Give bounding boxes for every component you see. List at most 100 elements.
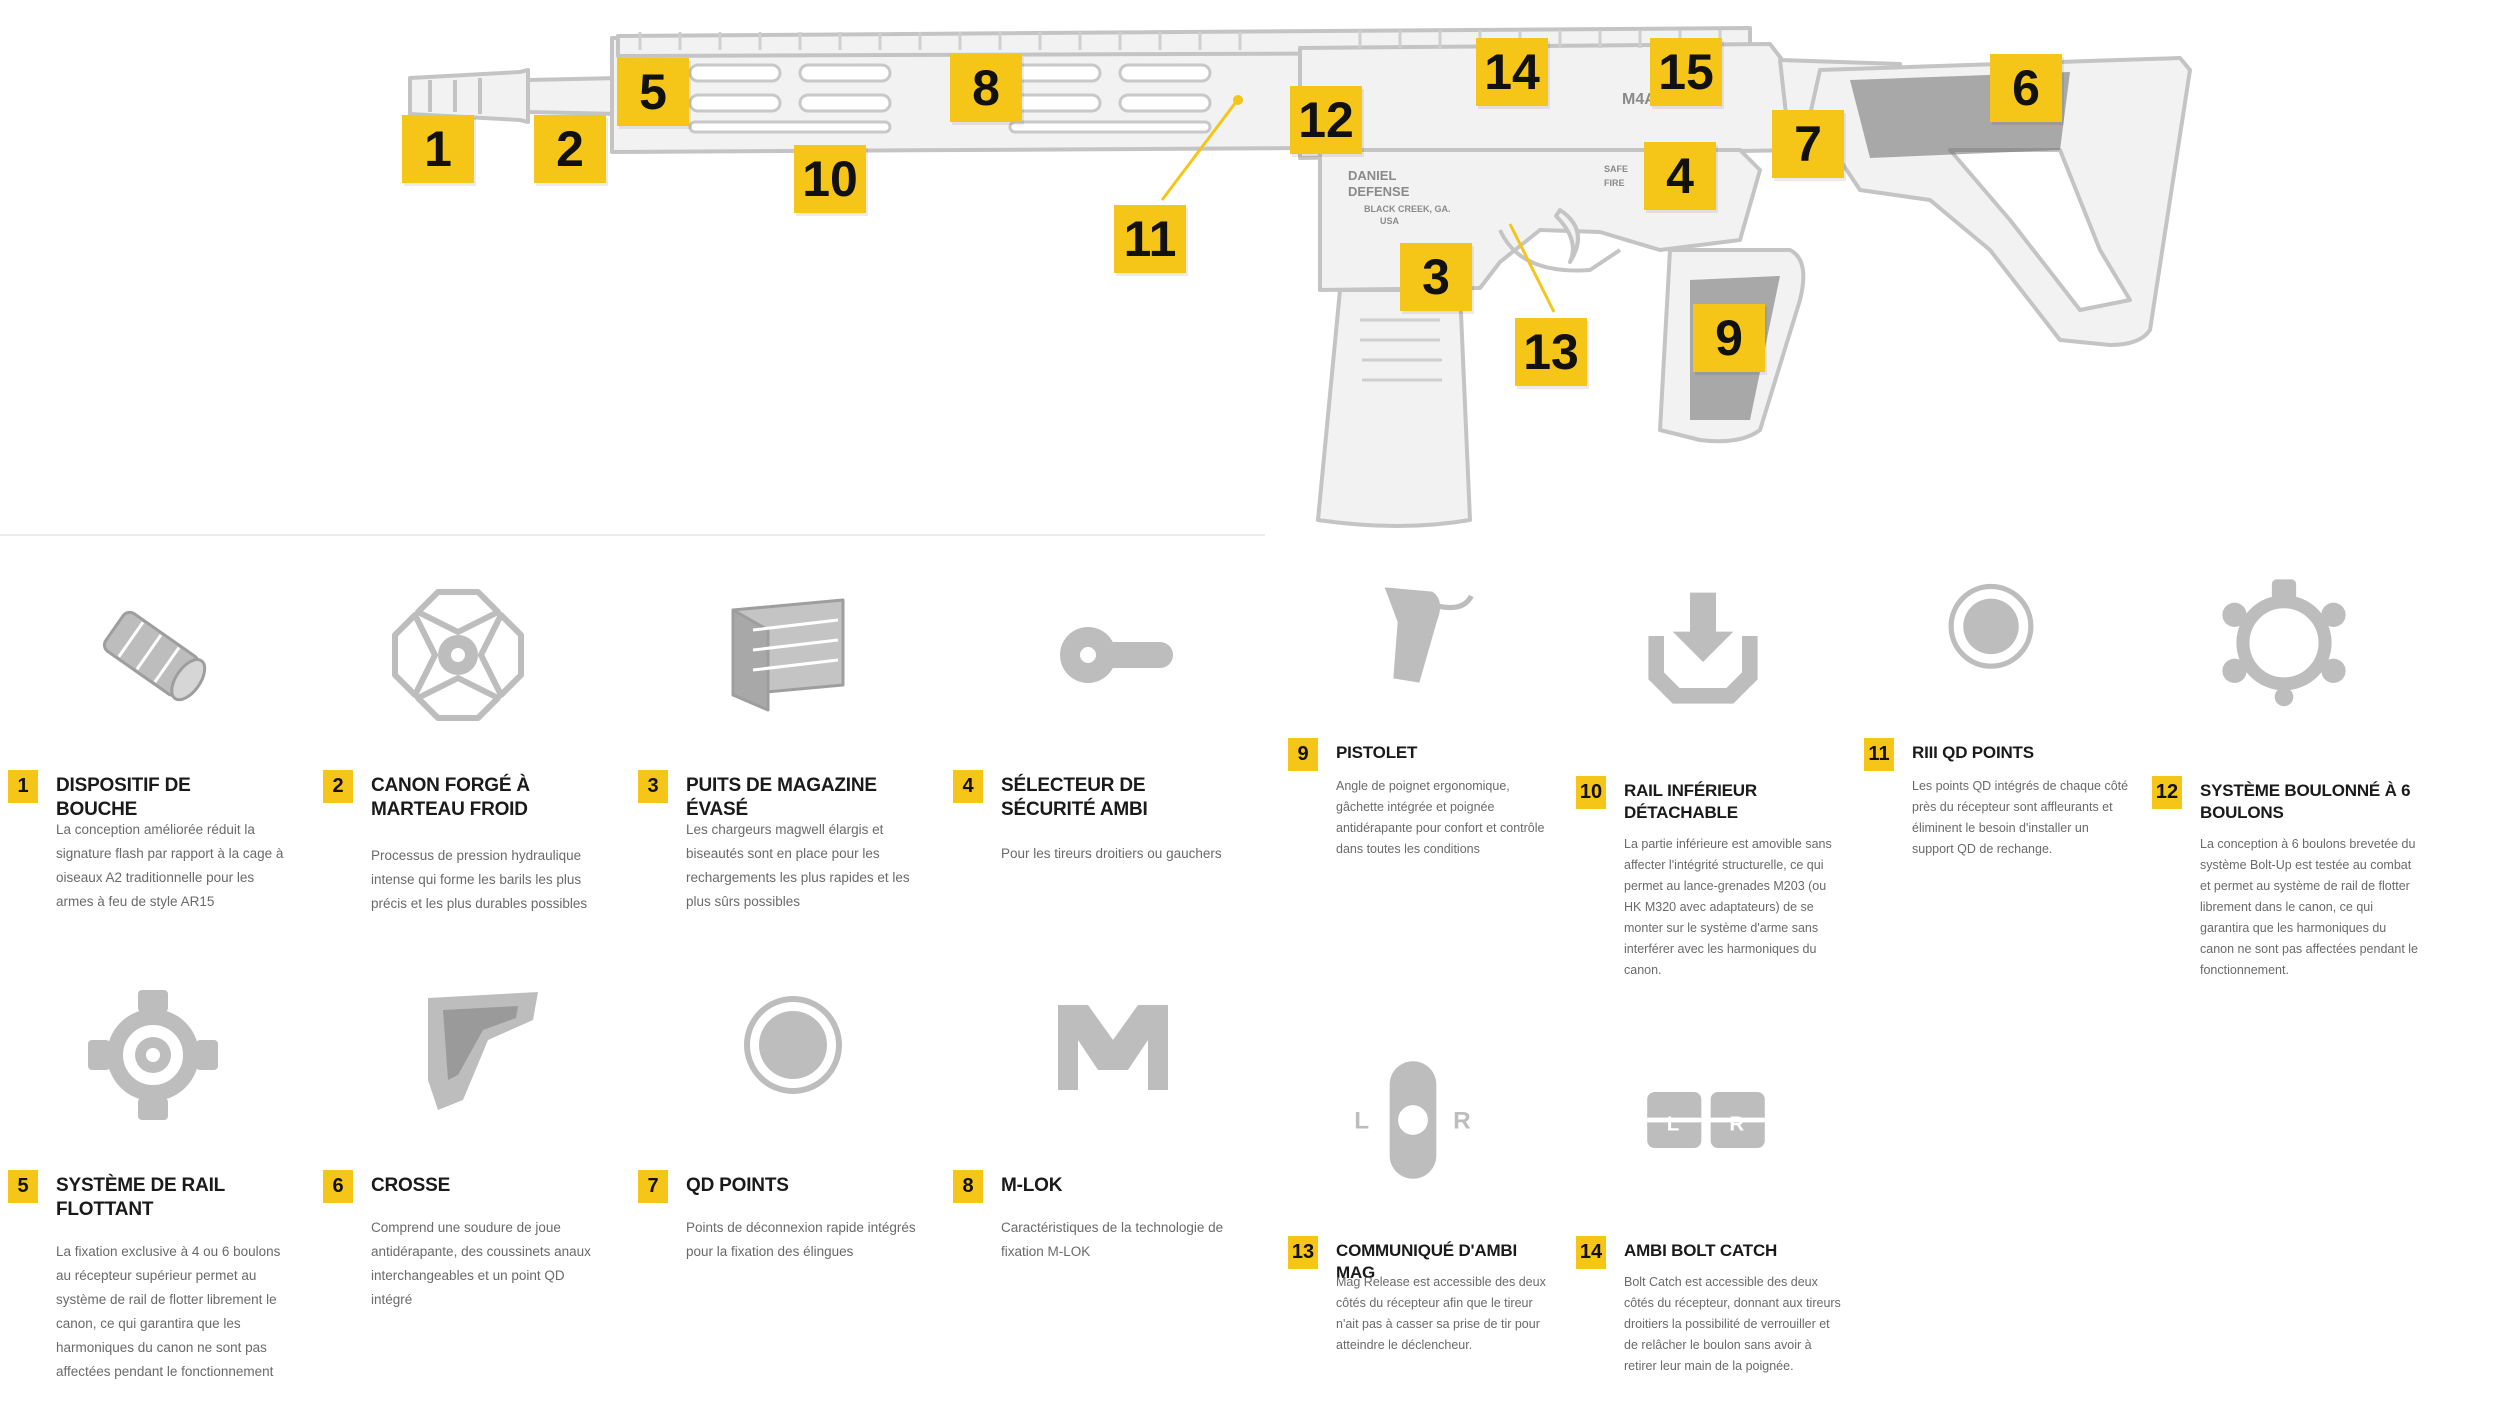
feature-description: Bolt Catch est accessible des deux côtés… [1624, 1275, 1841, 1373]
callout-11[interactable]: 11 [1114, 205, 1186, 273]
feature-title: SYSTÈME DE RAIL FLOTTANT [56, 1175, 225, 1220]
feature-8: 8 M-LOK Caractéristiques de la technolog… [953, 980, 1243, 1400]
svg-text:DEFENSE: DEFENSE [1348, 184, 1410, 199]
safety-selector-icon [1060, 627, 1173, 683]
feature-badge: 1 [8, 770, 38, 803]
callout-1[interactable]: 1 [402, 115, 474, 183]
ambi-mag-release-icon: L R [1354, 1061, 1471, 1179]
feature-1: 1 DISPOSITIF DE BOUCHE La conception amé… [8, 580, 298, 940]
feature-badge: 5 [8, 1170, 38, 1203]
callout-3[interactable]: 3 [1400, 243, 1472, 311]
floating-rail-system-icon [88, 990, 218, 1120]
feature-badge: 7 [638, 1170, 668, 1203]
svg-text:L: L [1354, 1107, 1369, 1134]
feature-13: L R 13 COMMUNIQUÉ D'AMBI MAG Mag Release… [1288, 1040, 1578, 1380]
feature-badge: 13 [1288, 1236, 1318, 1269]
rifle-diagram: DANIEL DEFENSE BLACK CREEK, GA. USA M4A1… [408, 26, 2192, 528]
feature-title: SÉLECTEUR DE SÉCURITÉ AMBI [1001, 775, 1148, 820]
feature-9: 9 PISTOLET Angle de poignet ergonomique,… [1288, 570, 1578, 900]
feature-6: 6 CROSSE Comprend une soudure de joue an… [323, 980, 613, 1400]
feature-description: Comprend une soudure de joue antidérapan… [371, 1220, 591, 1307]
feature-description: Les chargeurs magwell élargis et biseaut… [686, 822, 910, 909]
callout-15[interactable]: 15 [1650, 38, 1722, 106]
feature-badge: 10 [1576, 776, 1606, 809]
svg-text:USA: USA [1380, 216, 1400, 226]
svg-text:R: R [1729, 1112, 1744, 1135]
callout-10[interactable]: 10 [794, 145, 866, 213]
feature-description: Les points QD intégrés de chaque côté pr… [1912, 779, 2129, 856]
callout-14[interactable]: 14 [1476, 38, 1548, 106]
feature-badge: 12 [2152, 776, 2182, 809]
svg-text:DANIEL: DANIEL [1348, 168, 1396, 183]
feature-4: 4 SÉLECTEUR DE SÉCURITÉ AMBI Pour les ti… [953, 580, 1243, 940]
flared-magwell-icon [731, 598, 845, 712]
feature-title: PUITS DE MAGAZINE ÉVASÉ [686, 775, 877, 820]
diagram-divider [0, 534, 1265, 536]
barrel [526, 76, 622, 116]
feature-description: Angle de poignet ergonomique, gâchette i… [1336, 779, 1545, 856]
feature-description: Points de déconnexion rapide intégrés po… [686, 1220, 916, 1259]
feature-7: 7 QD POINTS Points de déconnexion rapide… [638, 980, 928, 1400]
feature-title: RIII QD POINTS [1912, 743, 2034, 762]
feature-badge: 14 [1576, 1236, 1606, 1269]
feature-title: DISPOSITIF DE BOUCHE [56, 775, 191, 820]
buttstock-icon [428, 992, 538, 1110]
svg-text:BLACK CREEK, GA.: BLACK CREEK, GA. [1364, 204, 1451, 214]
callout-2[interactable]: 2 [534, 115, 606, 183]
svg-text:R: R [1453, 1107, 1471, 1134]
feature-description: Mag Release est accessible des deux côté… [1336, 1275, 1546, 1352]
feature-5: 5 SYSTÈME DE RAIL FLOTTANT La fixation e… [8, 980, 298, 1400]
feature-title: RAIL INFÉRIEUR DÉTACHABLE [1624, 781, 1757, 822]
feature-title: PISTOLET [1336, 743, 1418, 762]
feature-badge: 3 [638, 770, 668, 803]
callout-7[interactable]: 7 [1772, 110, 1844, 178]
magazine [1316, 288, 1472, 528]
callout-4[interactable]: 4 [1644, 142, 1716, 210]
feature-description: La conception à 6 boulons brevetée du sy… [2200, 837, 2418, 977]
feature-14: L R 14 AMBI BOLT CATCH Bolt Catch est ac… [1576, 1040, 1866, 1400]
feature-description: Pour les tireurs droitiers ou gauchers [1001, 846, 1222, 861]
feature-11: 11 RIII QD POINTS Les points QD intégrés… [1864, 570, 2154, 900]
callout-6[interactable]: 6 [1990, 54, 2062, 122]
callout-13[interactable]: 13 [1515, 318, 1587, 386]
svg-text:FIRE: FIRE [1604, 178, 1625, 188]
callout-12[interactable]: 12 [1290, 86, 1362, 154]
muzzle-device [408, 68, 530, 124]
riii-qd-point-icon [1948, 583, 2034, 669]
muzzle-device-icon [102, 610, 207, 702]
feature-description: La fixation exclusive à 4 ou 6 boulons a… [56, 1244, 281, 1379]
feature-badge: 2 [323, 770, 353, 803]
svg-text:L: L [1667, 1112, 1680, 1135]
feature-badge: 6 [323, 1170, 353, 1203]
ambi-bolt-catch-icon: L R [1647, 1092, 1765, 1148]
feature-badge: 9 [1288, 738, 1318, 771]
feature-10: 10 RAIL INFÉRIEUR DÉTACHABLE La partie i… [1576, 570, 1866, 1000]
feature-title: CANON FORGÉ À MARTEAU FROID [371, 775, 530, 820]
feature-title: CROSSE [371, 1175, 451, 1196]
feature-3: 3 PUITS DE MAGAZINE ÉVASÉ Les chargeurs … [638, 580, 928, 940]
feature-badge: 11 [1864, 738, 1894, 771]
feature-title: QD POINTS [686, 1175, 789, 1196]
feature-description: Caractéristiques de la technologie de fi… [1001, 1220, 1224, 1259]
callout-9[interactable]: 9 [1693, 304, 1765, 372]
qd-point-icon [744, 996, 842, 1094]
detachable-lower-rail-icon [1648, 592, 1758, 704]
feature-description: La conception améliorée réduit la signat… [56, 822, 284, 909]
feature-title: COMMUNIQUÉ D'AMBI MAG [1336, 1241, 1518, 1282]
feature-description: Processus de pression hydraulique intens… [371, 848, 588, 911]
callout-5[interactable]: 5 [617, 58, 689, 126]
hammer-forged-barrel-icon [392, 589, 524, 721]
feature-title: AMBI BOLT CATCH [1624, 1241, 1778, 1260]
feature-badge: 8 [953, 1170, 983, 1203]
feature-title: M-LOK [1001, 1175, 1063, 1196]
m-lok-icon [1058, 1005, 1168, 1090]
feature-title: SYSTÈME BOULONNÉ À 6 BOULONS [2200, 781, 2411, 822]
feature-badge: 4 [953, 770, 983, 803]
feature-2: 2 CANON FORGÉ À MARTEAU FROID Processus … [323, 580, 613, 940]
six-bolt-system-icon [2222, 579, 2346, 707]
feature-description: La partie inférieure est amovible sans a… [1624, 837, 1832, 977]
callout-8[interactable]: 8 [950, 54, 1022, 122]
svg-text:SAFE: SAFE [1604, 164, 1628, 174]
upper-receiver [1298, 42, 1802, 160]
feature-12: 12 SYSTÈME BOULONNÉ À 6 BOULONS La conce… [2152, 570, 2442, 1000]
